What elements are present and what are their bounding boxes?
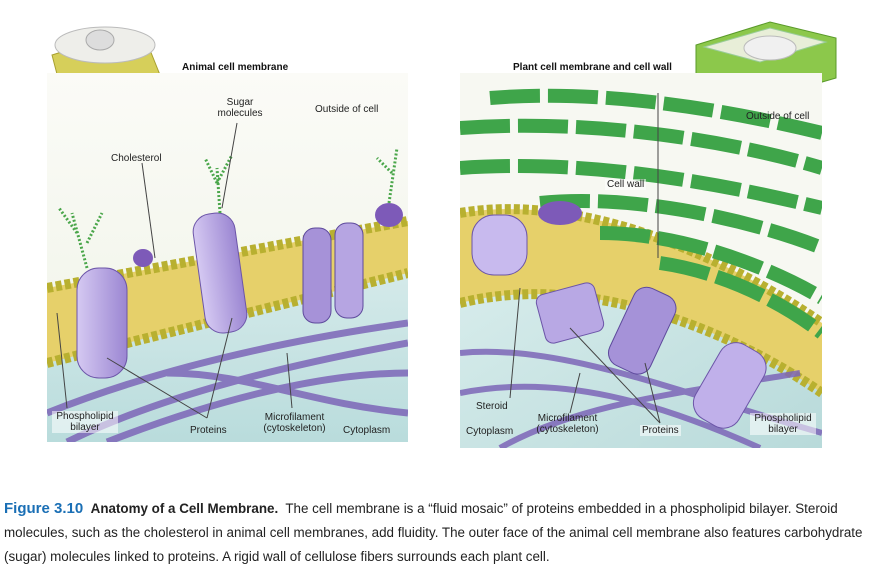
label-cholesterol: Cholesterol	[111, 153, 162, 164]
figure-title: Anatomy of a Cell Membrane.	[90, 501, 279, 516]
label-cytoplasm: Cytoplasm	[343, 425, 391, 436]
label-sugar-molecules: Sugar molecules	[217, 97, 263, 119]
label-outside-of-cell: Outside of cell	[746, 111, 810, 122]
label-microfilament: Microfilament (cytoskeleton)	[536, 413, 599, 435]
figure-caption-text: The cell membrane is a “fluid mosaic” of…	[4, 501, 863, 564]
animal-membrane-illustration: Sugar molecules Outside of cell Choleste…	[47, 73, 408, 442]
label-phospholipid-bilayer: Phospholipid bilayer	[750, 413, 816, 435]
label-phospholipid-bilayer: Phospholipid bilayer	[52, 411, 118, 433]
figure-number: Figure 3.10	[4, 500, 84, 517]
label-outside-of-cell: Outside of cell	[315, 104, 379, 115]
label-steroid: Steroid	[476, 401, 508, 412]
animal-panel-title: Animal cell membrane	[182, 62, 289, 73]
plant-panel-title: Plant cell membrane and cell wall	[513, 62, 672, 73]
label-proteins: Proteins	[190, 425, 227, 436]
plant-membrane-illustration: Outside of cell Cell wall Steroid Cytopl…	[460, 73, 822, 448]
label-cell-wall: Cell wall	[605, 179, 647, 190]
animal-membrane-art	[47, 73, 408, 442]
label-cytoplasm: Cytoplasm	[466, 426, 514, 437]
label-microfilament: Microfilament (cytoskeleton)	[263, 412, 326, 434]
label-proteins: Proteins	[640, 425, 681, 436]
plant-membrane-art	[460, 73, 822, 448]
figure-caption: Figure 3.10 Anatomy of a Cell Membrane. …	[4, 497, 884, 569]
